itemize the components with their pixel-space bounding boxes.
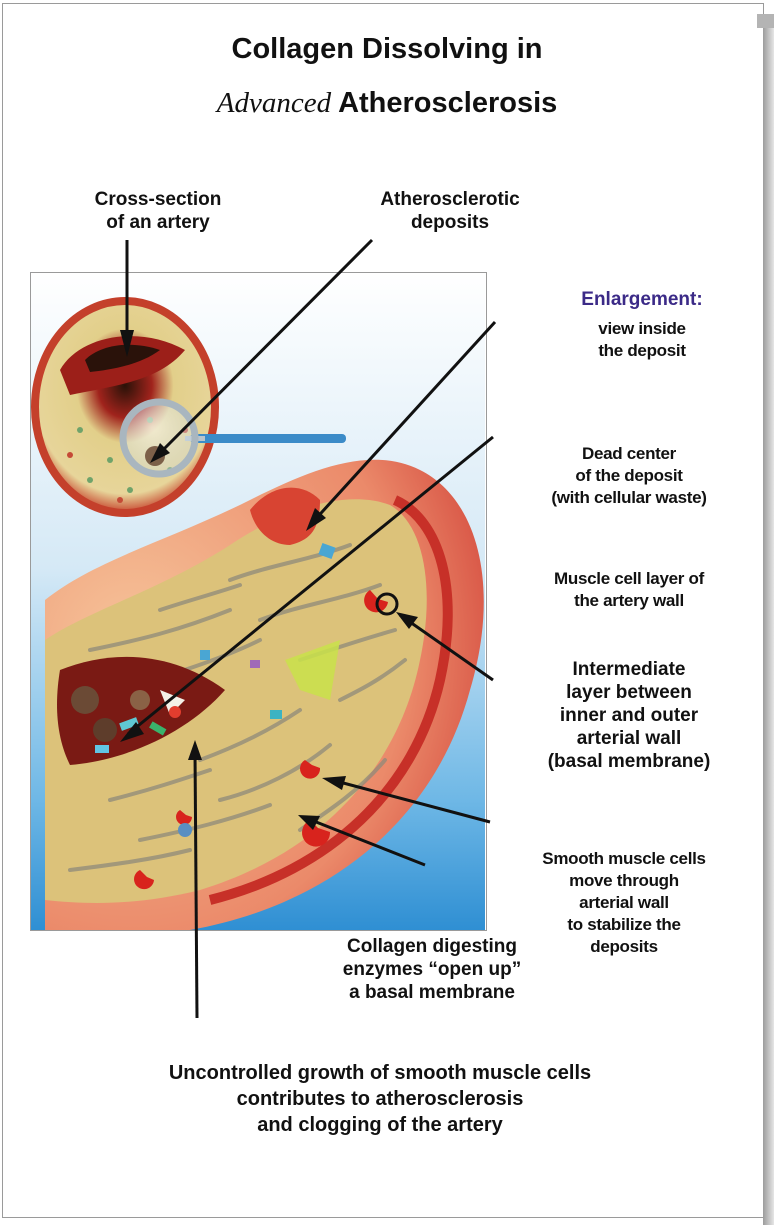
- label-uncontrolled-line2: contributes to atherosclerosis: [20, 1086, 740, 1112]
- pointer-uncontrolled: [195, 752, 197, 1018]
- label-muscle-layer-line2: the artery wall: [496, 590, 762, 612]
- label-muscle-layer-line1: Muscle cell layer of: [496, 568, 762, 590]
- label-enlargement-title: Enlargement:: [522, 288, 762, 311]
- label-intermediate-line5: (basal membrane): [496, 750, 762, 773]
- label-collagen-line2: enzymes “open up”: [292, 958, 572, 981]
- label-deposits-line1: Atherosclerotic: [330, 188, 570, 211]
- label-enlargement-sub: view inside the deposit: [522, 318, 762, 362]
- label-intermediate: Intermediate layer between inner and out…: [496, 658, 762, 773]
- label-intermediate-line3: inner and outer: [496, 704, 762, 727]
- label-collagen-line1: Collagen digesting: [292, 935, 572, 958]
- label-cross-section: Cross-section of an artery: [38, 188, 278, 234]
- label-dead-center-line3: (with cellular waste): [496, 487, 762, 509]
- label-smooth-muscle-line1: Smooth muscle cells: [486, 848, 762, 870]
- label-uncontrolled: Uncontrolled growth of smooth muscle cel…: [20, 1060, 740, 1138]
- label-uncontrolled-line1: Uncontrolled growth of smooth muscle cel…: [20, 1060, 740, 1086]
- label-enlargement-sub-line1: view inside: [522, 318, 762, 340]
- label-deposits-line2: deposits: [330, 211, 570, 234]
- label-dead-center-line2: of the deposit: [496, 465, 762, 487]
- label-smooth-muscle-line4: to stabilize the: [486, 914, 762, 936]
- label-intermediate-line1: Intermediate: [496, 658, 762, 681]
- label-dead-center: Dead center of the deposit (with cellula…: [496, 443, 762, 509]
- label-intermediate-line4: arterial wall: [496, 727, 762, 750]
- label-smooth-muscle-line2: move through: [486, 870, 762, 892]
- label-intermediate-line2: layer between: [496, 681, 762, 704]
- label-dead-center-line1: Dead center: [496, 443, 762, 465]
- label-enlargement-sub-line2: the deposit: [522, 340, 762, 362]
- label-muscle-layer: Muscle cell layer of the artery wall: [496, 568, 762, 612]
- label-enlargement: Enlargement:: [522, 288, 762, 311]
- label-collagen-line3: a basal membrane: [292, 981, 572, 1004]
- label-cross-section-line2: of an artery: [38, 211, 278, 234]
- label-uncontrolled-line3: and clogging of the artery: [20, 1112, 740, 1138]
- label-deposits: Atherosclerotic deposits: [330, 188, 570, 234]
- label-collagen: Collagen digesting enzymes “open up” a b…: [292, 935, 572, 1004]
- label-cross-section-line1: Cross-section: [38, 188, 278, 211]
- label-smooth-muscle-line3: arterial wall: [486, 892, 762, 914]
